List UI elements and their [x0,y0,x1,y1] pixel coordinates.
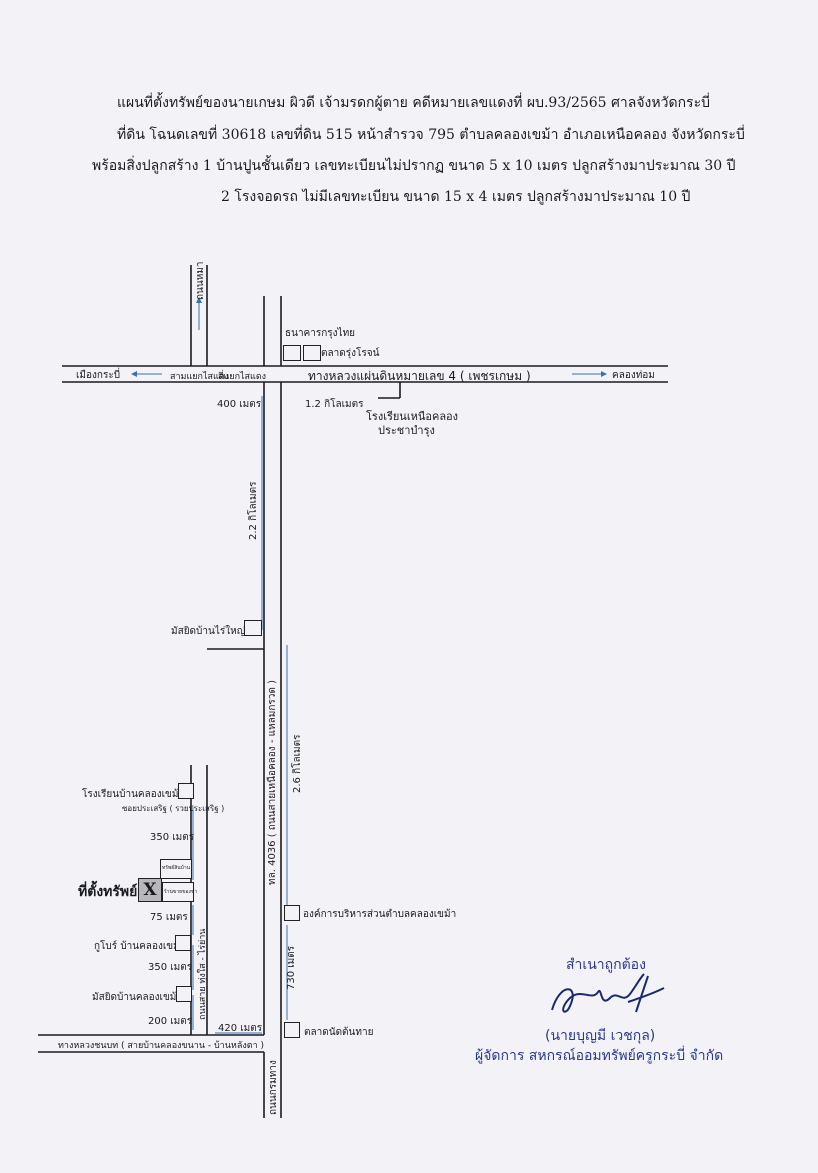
bottom-road-label: ทางหลวงชนบท ( สายบ้านคลองขนาน - บ้านหลัง… [58,1041,265,1051]
org-label: องค์การบริหารส่วนตำบลคลองเขม้า [303,909,457,920]
kubo-label: กูโบร์ บ้านคลองเขม้า [94,941,186,952]
mosque-big-square [244,620,262,636]
house-square-1 [160,859,192,879]
house-label-1: ทรัพย์สินบ้าน [162,865,191,871]
signature-image [551,973,665,1013]
dist-350a-label: 350 เมตร [150,832,195,843]
dist-75-label: 75 เมตร [150,912,188,923]
school-left-square [178,783,194,799]
signer-name: (นายบุญมี เวชกุล) [545,1028,656,1044]
dist-200-label: 200 เมตร [148,1016,193,1027]
dist-2-6-label: 2.6 กิโลเมตร [292,734,303,793]
dist-420-label: 420 เมตร [218,1023,263,1034]
main-highway-label: ทางหลวงแผ่นดินหมายเลข 4 ( เพชรเกษม ) [308,369,531,383]
bank-label: ธนาคารกรุงไทย [285,328,356,339]
soi-label: ซอยประเสริฐ ( รวยประเสริฐ ) [122,804,225,813]
city-right-label: คลองท่อม [612,370,655,381]
road-4036-label: ทล. 4036 ( ถนนสายเหนือคลอง - แหลมกรวด ) [267,680,278,885]
city-left-label: เมืองกระบี่ [76,370,121,381]
bank-square [283,345,301,361]
bottom-road-vertical-label: ถนนกรมทาง [268,1060,279,1115]
header-line-1: แผนที่ตั้งทรัพย์ของนายเกษม ผิวดี เจ้ามรด… [117,95,710,111]
house-square-2 [162,882,194,902]
house-label-2: ร้านขายของชำ [164,889,198,895]
mosque-small-square [176,986,192,1002]
property-marker: X [138,878,162,902]
market-bottom-label: ตลาดนัดต้นทาย [304,1027,374,1038]
kubo-square [175,935,191,951]
top-road-vertical-label: ถนนหมา [195,261,206,300]
dist-1-2-label: 1.2 กิโลเมตร [305,399,364,410]
junction-left-label: สามแยกไสแดง [170,372,230,382]
school-top-label-2: ประชาบำรุง [378,424,435,437]
market-bottom-square [284,1022,300,1038]
market-top-square [303,345,321,361]
mosque-small-label: มัสยิดบ้านคลองเขม้า [92,992,183,1003]
junction-right-label: สี่แยกไสแดง [218,372,267,382]
signer-title: ผู้จัดการ สหกรณ์ออมทรัพย์ครูกระบี่ จำกัด [475,1048,724,1064]
dist-350b-label: 350 เมตร [148,962,193,973]
dist-730-label: 730 เมตร [286,945,297,990]
header-line-4: 2 โรงจอดรถ ไม่มีเลขทะเบียน ขนาด 15 x 4 เ… [221,189,691,205]
header-line-3: พร้อมสิ่งปลูกสร้าง 1 บ้านปูนชั้นเดียว เล… [92,158,736,174]
property-label: ที่ตั้งทรัพย์ [78,884,138,900]
dist-400-label: 400 เมตร [217,399,262,410]
school-top-label: โรงเรียนเหนือคลอง [366,410,459,423]
certify-label: สำเนาถูกต้อง [566,957,646,973]
header-line-2: ที่ดิน โฉนดเลขที่ 30618 เลขที่ดิน 515 หน… [117,127,745,143]
side-road-label: ถนนสาย ทุ่งใส - ไร่ย่าน [198,928,208,1020]
market-top-label: ตลาดรุ่งโรจน์ [321,348,380,359]
org-square [284,905,300,921]
dist-2-2-label: 2.2 กิโลเมตร [248,481,259,540]
school-left-label: โรงเรียนบ้านคลองเขม้า [82,789,185,800]
mosque-big-label: มัสยิดบ้านไร่ใหญ่ [171,626,246,637]
